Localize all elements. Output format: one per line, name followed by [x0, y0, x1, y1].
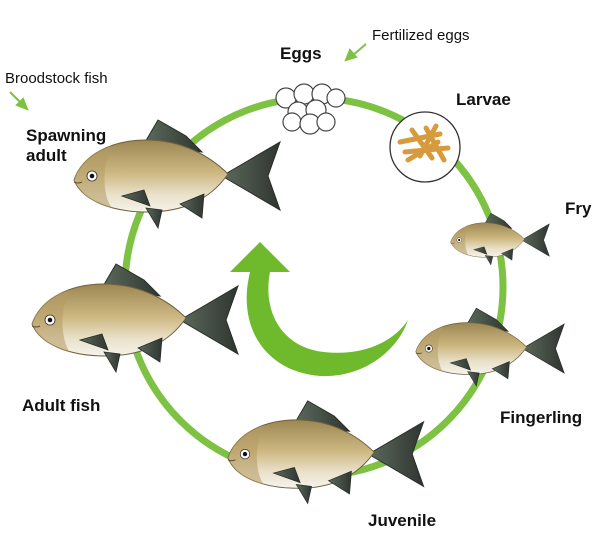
- broodstock-pointer: [9, 91, 29, 111]
- label-adult-fish: Adult fish: [22, 396, 101, 415]
- label-fingerling: Fingerling: [500, 408, 583, 427]
- label-juvenile: Juvenile: [368, 511, 437, 530]
- label-spawning-adult-line1: Spawning: [26, 126, 107, 145]
- fish-fingerling: [415, 307, 565, 387]
- label-larvae: Larvae: [456, 90, 511, 109]
- label-fertilized-eggs: Fertilized eggs: [372, 27, 470, 44]
- label-eggs: Eggs: [280, 44, 322, 63]
- label-fry: Fry: [565, 199, 592, 218]
- cycle-arrow-head: [230, 242, 290, 272]
- larvae-illustration: [389, 111, 461, 183]
- eggs-cluster: [275, 83, 346, 135]
- fish-juvenile: [227, 400, 425, 504]
- label-broodstock-fish: Broodstock fish: [5, 70, 108, 87]
- fertilized-eggs-pointer: [344, 43, 367, 62]
- label-spawning-adult-line2: adult: [26, 146, 67, 165]
- cycle-arrow: [246, 272, 408, 377]
